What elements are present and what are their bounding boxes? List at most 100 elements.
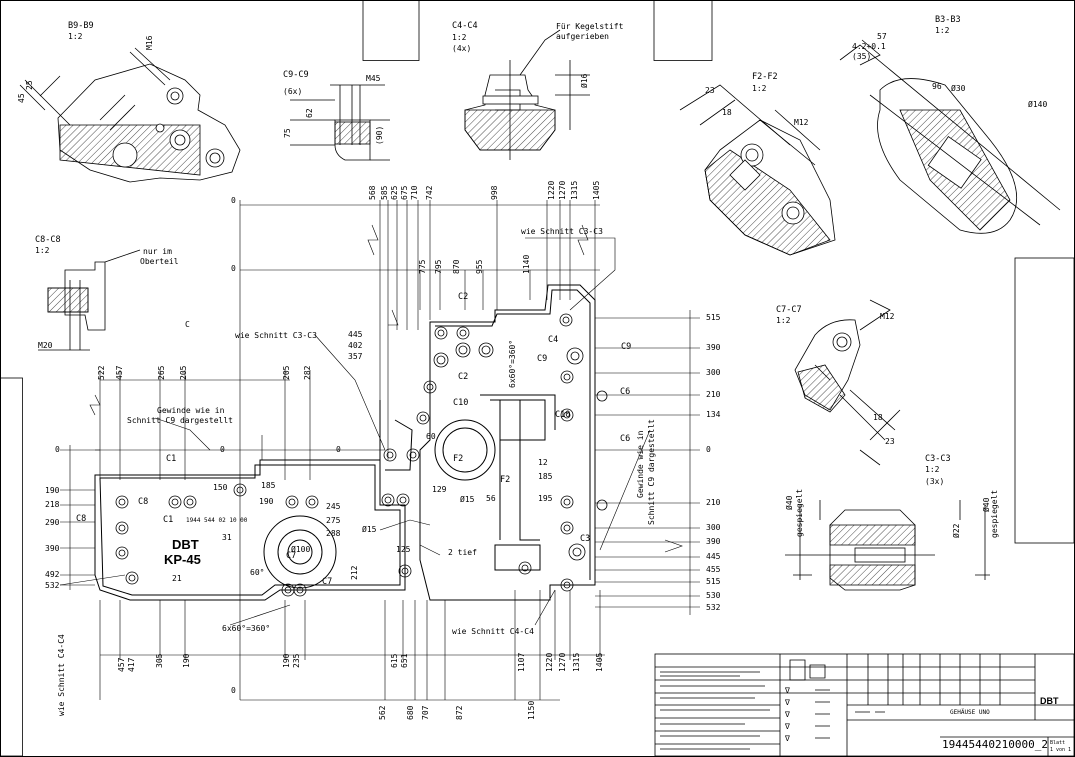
section-c2-a: C2 <box>458 292 469 302</box>
dim-mid-245: 245 <box>326 502 341 511</box>
view-c3-mirror-right: gespiegelt <box>990 489 999 538</box>
view-c9-dim-75: 75 <box>283 128 292 138</box>
note-section-c3-top: wie Schnitt C3-C3 <box>521 227 603 236</box>
dim-upper-1140: 1140 <box>522 254 531 274</box>
dim-in-445: 445 <box>348 330 363 339</box>
view-f2-title: F2-F2 <box>752 72 778 82</box>
dim-b-190a: 190 <box>182 653 191 668</box>
stamp-brand: DBT <box>172 537 199 552</box>
mark-31: 31 <box>222 533 232 542</box>
dim-mid-212: 212 <box>350 565 359 580</box>
dim-mid-0b: 0 <box>336 445 341 454</box>
dim-b-457: 457 <box>117 657 126 672</box>
section-c6-a: C6 <box>620 387 631 397</box>
dim-r-210a: 210 <box>706 390 721 399</box>
section-c9-b: C9 <box>621 342 632 352</box>
dim-mid-185: 185 <box>261 481 276 490</box>
dim-b-190b: 190 <box>282 653 291 668</box>
section-c1-a: C1 <box>163 515 174 525</box>
view-f2-geometry <box>679 84 836 256</box>
dim-l-492: 492 <box>45 570 60 579</box>
note-pattern-bottom: 6x60°=360° <box>222 624 271 633</box>
view-b9-title: B9-B9 <box>68 21 94 31</box>
dim-lt-205a: 205 <box>179 365 188 380</box>
note-section-c4-left: wie Schnitt C4-C4 <box>57 634 66 716</box>
dim-mid-pattern-top: 6x60°=360° <box>508 339 517 388</box>
dim-r-530: 530 <box>706 591 721 600</box>
dim-b-235: 235 <box>292 653 301 668</box>
dim-b2-680: 680 <box>406 705 415 720</box>
view-c8-note-2: Oberteil <box>140 257 179 266</box>
surface-symbol-2: ∇ <box>785 698 790 707</box>
view-f2-scale: 1:2 <box>752 84 767 93</box>
dim-r-445: 445 <box>706 552 721 561</box>
dim-lt-265: 265 <box>157 365 166 380</box>
dimension-lines <box>59 200 700 701</box>
view-b9-dim-45: 45 <box>17 93 26 103</box>
view-c7-dim-m12: M12 <box>880 312 895 321</box>
dim-r-210b: 210 <box>706 498 721 507</box>
stamp-part-number: 1944 544 02 10 00 <box>186 517 248 524</box>
view-b3-dim-d30: Ø30 <box>951 84 966 93</box>
title-block-frame <box>654 653 1075 757</box>
dim-zero-top: 0 <box>231 264 236 273</box>
section-c9-a: C9 <box>537 354 548 364</box>
view-c9-count: (6x) <box>283 87 303 96</box>
section-c2-b: C2 <box>458 372 469 382</box>
view-b3-title: B3-B3 <box>935 15 961 25</box>
dim-mid-0a: 0 <box>220 445 225 454</box>
dim-top-710: 710 <box>410 185 419 200</box>
dim-top-675: 675 <box>400 185 409 200</box>
note-depth: 2 tief <box>448 548 477 557</box>
view-c9-dim-90: (90) <box>375 125 384 145</box>
dim-lt-282: 282 <box>303 365 312 380</box>
dim-b-305: 305 <box>155 653 164 668</box>
dim-b-1315: 1315 <box>572 652 581 672</box>
dim-lt-457: 457 <box>115 365 124 380</box>
section-c6-b: C6 <box>620 434 631 444</box>
dim-b-417: 417 <box>127 657 136 672</box>
title-block-drawing-number: 19445440210000_2 <box>942 738 1048 751</box>
section-c10-b: C10 <box>555 410 571 420</box>
view-b3-dim-57: 57 <box>877 32 887 41</box>
view-f2-dim-m12: M12 <box>794 118 809 127</box>
view-b9-dim-25: 25 <box>25 80 34 90</box>
view-b3-dim-d140: Ø140 <box>1028 100 1048 109</box>
dim-b-1220: 1220 <box>545 652 554 672</box>
dim-mid-275: 275 <box>326 516 341 525</box>
view-c8-note-1: nur im <box>143 247 172 256</box>
dim-l-532: 532 <box>45 581 60 590</box>
view-c7-dim-18: 18 <box>873 413 883 422</box>
dim-b2-707: 707 <box>421 705 430 720</box>
dim-l-0: 0 <box>55 445 60 454</box>
note-thread-line-2: Schnitt C9 dargestellt <box>127 416 233 425</box>
view-c7-dim-23: 23 <box>885 437 895 446</box>
dim-upper-775: 775 <box>418 259 427 274</box>
view-f2-dim-23: 23 <box>705 86 715 95</box>
view-c3-dim-d40-left: Ø40 <box>785 495 794 510</box>
dim-top-585: 585 <box>380 185 389 200</box>
view-b3-scale: 1:2 <box>935 26 950 35</box>
note-thread-line-1: Gewinde wie in <box>157 406 225 415</box>
main-view-holes <box>115 313 608 597</box>
dim-top-1315: 1315 <box>570 180 579 200</box>
dim-top-625: 625 <box>390 185 399 200</box>
note-section-c4-bottom: wie Schnitt C4-C4 <box>452 627 534 636</box>
surface-symbol-5: ∇ <box>785 734 790 743</box>
view-b3-dim-42: 4.2+0.1 <box>852 42 886 51</box>
dim-mid-60deg-a: 60° <box>250 568 265 577</box>
dim-r-0: 0 <box>706 445 711 454</box>
dim-in-12: 12 <box>538 458 548 467</box>
dim-top-1220: 1220 <box>547 180 556 200</box>
dim-top-998: 998 <box>490 185 499 200</box>
dim-r-390b: 390 <box>706 537 721 546</box>
dim-l-190: 190 <box>45 486 60 495</box>
dim-mid-190: 190 <box>259 497 274 506</box>
dim-mid-d100: Ø100 <box>291 545 311 554</box>
dim-r-300b: 300 <box>706 523 721 532</box>
dim-top-742: 742 <box>425 185 434 200</box>
dim-b2-562: 562 <box>378 705 387 720</box>
dim-top-1270: 1270 <box>558 180 567 200</box>
dim-b-651: 651 <box>400 653 409 668</box>
section-c4: C4 <box>548 335 559 345</box>
